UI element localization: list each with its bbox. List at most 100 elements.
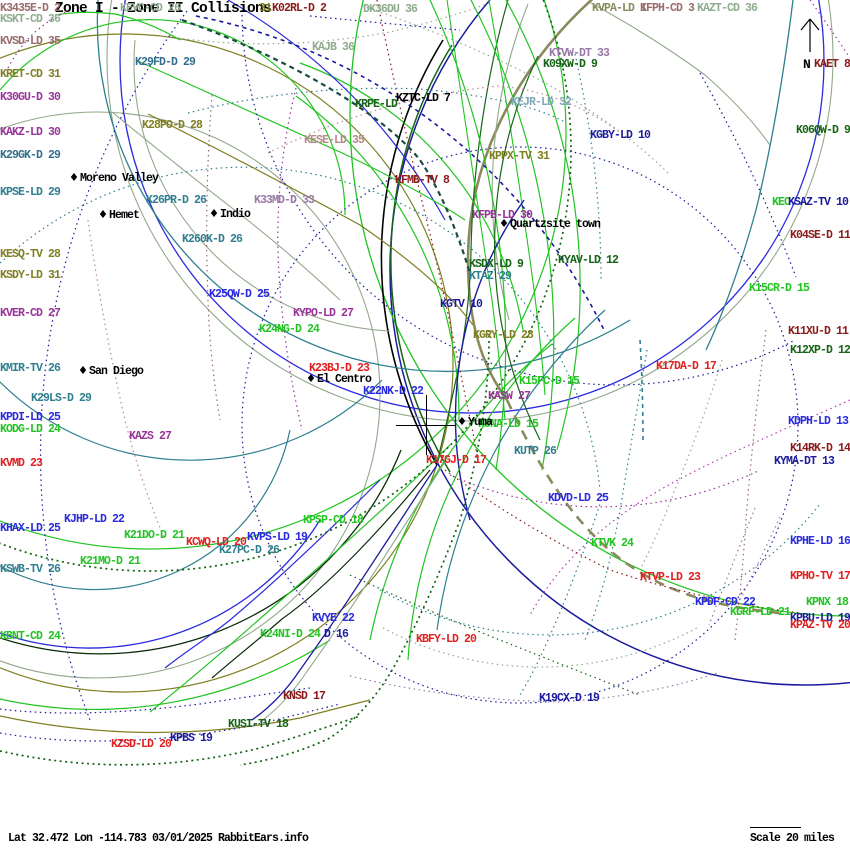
svg-text:KVMD 23: KVMD 23 xyxy=(0,457,43,470)
svg-text:K15CR-D 15: K15CR-D 15 xyxy=(749,282,810,295)
svg-text:D 16: D 16 xyxy=(324,628,349,641)
svg-text:KBNT-CD 24: KBNT-CD 24 xyxy=(0,630,61,643)
svg-text:KGTV 10: KGTV 10 xyxy=(440,298,483,311)
svg-text:KTAZ 29: KTAZ 29 xyxy=(469,270,512,283)
svg-text:KDPH-LD 13: KDPH-LD 13 xyxy=(788,415,849,428)
svg-text:KVYE 22: KVYE 22 xyxy=(312,612,355,625)
svg-text:KPSE-LD 29: KPSE-LD 29 xyxy=(0,186,61,199)
svg-text:K29FD-D 29: K29FD-D 29 xyxy=(135,56,196,69)
svg-text:KODG-LD 24: KODG-LD 24 xyxy=(0,423,61,436)
svg-text:KAZS 27: KAZS 27 xyxy=(129,430,172,443)
svg-text:KPDF-CD 22: KPDF-CD 22 xyxy=(695,596,756,609)
svg-text:KCWQ-LD 20: KCWQ-LD 20 xyxy=(186,536,247,549)
svg-text:Lat 32.472 Lon -114.783 03/01/: Lat 32.472 Lon -114.783 03/01/2025 Rabbi… xyxy=(8,832,309,845)
svg-text:KVPS-LD 19: KVPS-LD 19 xyxy=(247,531,308,544)
svg-text:KSAZ-TV 10: KSAZ-TV 10 xyxy=(788,196,849,209)
svg-text:K04SE-D 11: K04SE-D 11 xyxy=(790,229,850,242)
svg-text:KYMA-DT 13: KYMA-DT 13 xyxy=(774,455,835,468)
svg-text:K28PO-D 28: K28PO-D 28 xyxy=(142,119,203,132)
svg-text:KPBS 19: KPBS 19 xyxy=(170,732,213,745)
svg-text:KVSD-LD 35: KVSD-LD 35 xyxy=(0,35,61,48)
svg-text:KPSP-CD 18: KPSP-CD 18 xyxy=(303,514,364,527)
svg-text:N: N xyxy=(803,57,811,72)
svg-text:KPDI-LD 25: KPDI-LD 25 xyxy=(0,411,61,424)
svg-text:KRPE-LD: KRPE-LD xyxy=(355,98,398,111)
svg-text:K15FC-D 15: K15FC-D 15 xyxy=(519,375,580,388)
svg-text:K11XU-D 11: K11XU-D 11 xyxy=(788,325,849,338)
svg-text:KPHO-TV 17: KPHO-TV 17 xyxy=(790,570,850,583)
svg-text:K14RK-D 14: K14RK-D 14 xyxy=(790,442,850,455)
svg-text:K19CX-D 19: K19CX-D 19 xyxy=(539,692,600,705)
svg-text:KAKZ-LD 30: KAKZ-LD 30 xyxy=(0,126,61,139)
svg-text:Scale 20 miles: Scale 20 miles xyxy=(750,832,835,845)
svg-text:K09XW-D 9: K09XW-D 9 xyxy=(543,58,598,71)
svg-text:KGBY-LD 10: KGBY-LD 10 xyxy=(590,129,651,142)
svg-text:Quartzsite town: Quartzsite town xyxy=(510,218,601,231)
svg-text:San Diego: San Diego xyxy=(89,365,144,378)
svg-text:KSDY-LD 31: KSDY-LD 31 xyxy=(0,269,61,282)
svg-text:K3435E-D 2: K3435E-D 2 xyxy=(0,2,61,15)
svg-text:DK36DU 36: DK36DU 36 xyxy=(363,3,418,16)
svg-text:KJHP-LD 22: KJHP-LD 22 xyxy=(64,513,125,526)
svg-text:KDVD-LD 25: KDVD-LD 25 xyxy=(548,492,609,505)
svg-text:K12XP-D 12: K12XP-D 12 xyxy=(790,344,850,357)
svg-text:KBFY-LD 20: KBFY-LD 20 xyxy=(416,633,477,646)
svg-text:K25QW-D 25: K25QW-D 25 xyxy=(209,288,270,301)
svg-text:KHAX-LD 25: KHAX-LD 25 xyxy=(0,522,61,535)
svg-text:KMIR-TV 26: KMIR-TV 26 xyxy=(0,362,61,375)
svg-text:KNSD 17: KNSD 17 xyxy=(283,690,326,703)
svg-text:KESQ-TV 28: KESQ-TV 28 xyxy=(0,248,61,261)
svg-text:KZSD-LD 20: KZSD-LD 20 xyxy=(111,738,172,751)
svg-text:K02RL-D 2: K02RL-D 2 xyxy=(272,2,327,15)
svg-text:KPBU-LD 19: KPBU-LD 19 xyxy=(790,612,850,625)
svg-text:KYAV-LD 12: KYAV-LD 12 xyxy=(558,254,619,267)
svg-text:KZTC-LD 7: KZTC-LD 7 xyxy=(396,92,451,105)
svg-text:KSWB-TV 26: KSWB-TV 26 xyxy=(0,563,61,576)
svg-text:KUTP 26: KUTP 26 xyxy=(514,445,557,458)
svg-text:K29GK-D 29: K29GK-D 29 xyxy=(0,149,61,162)
svg-text:KFMB-TV 8: KFMB-TV 8 xyxy=(395,174,450,187)
svg-text:KASW 27: KASW 27 xyxy=(488,390,531,403)
svg-text:KFPH-CD 3: KFPH-CD 3 xyxy=(640,2,695,15)
svg-text:Yuma: Yuma xyxy=(468,416,493,429)
svg-text:KVER-CD 27: KVER-CD 27 xyxy=(0,307,61,320)
svg-text:K24NI-D 24: K24NI-D 24 xyxy=(260,628,321,641)
svg-text:K30GU-D 30: K30GU-D 30 xyxy=(0,91,61,104)
svg-text:KPPX-TV 31: KPPX-TV 31 xyxy=(489,150,550,163)
svg-text:KRET-CD 31: KRET-CD 31 xyxy=(0,68,61,81)
svg-text:KAJB 36: KAJB 36 xyxy=(312,41,355,54)
svg-text:El Centro: El Centro xyxy=(317,373,372,386)
svg-text:KEC: KEC xyxy=(772,196,791,209)
svg-text:Zone I - Zone II Collisions: Zone I - Zone II Collisions xyxy=(55,1,271,17)
svg-text:KAET 8: KAET 8 xyxy=(814,58,850,71)
svg-text:K17GJ-D 17: K17GJ-D 17 xyxy=(426,454,487,467)
svg-text:K06QW-D 9: K06QW-D 9 xyxy=(796,124,850,137)
svg-text:KFPB-LD 30: KFPB-LD 30 xyxy=(472,209,533,222)
svg-text:KTVK 24: KTVK 24 xyxy=(591,537,634,550)
svg-text:31: 31 xyxy=(259,2,272,15)
svg-text:KGRF-LD 21: KGRF-LD 21 xyxy=(730,606,791,619)
svg-text:KGRY-LD 28: KGRY-LD 28 xyxy=(473,329,534,342)
svg-text:Indio: Indio xyxy=(220,208,251,221)
svg-text:K260K-D 26: K260K-D 26 xyxy=(182,233,243,246)
svg-text:K21DO-D 21: K21DO-D 21 xyxy=(124,529,185,542)
svg-text:KYPO-LD 27: KYPO-LD 27 xyxy=(293,307,354,320)
svg-text:KAZT-CD 36: KAZT-CD 36 xyxy=(697,2,758,15)
svg-text:KUNA-LD 15: KUNA-LD 15 xyxy=(478,418,539,431)
svg-text:Hemet: Hemet xyxy=(109,209,139,222)
svg-text:Moreno Valley: Moreno Valley xyxy=(80,172,159,185)
svg-text:KTVP-LD 23: KTVP-LD 23 xyxy=(640,571,701,584)
svg-text:K24NG-D 24: K24NG-D 24 xyxy=(259,323,320,336)
svg-text:KPNX 18: KPNX 18 xyxy=(806,596,849,609)
svg-text:KSKT-CD 36: KSKT-CD 36 xyxy=(0,13,61,26)
svg-text:K22NK-D 22: K22NK-D 22 xyxy=(363,385,424,398)
svg-text:KVPA-LD 1: KVPA-LD 1 xyxy=(592,2,647,15)
svg-text:KEJR-LD 32: KEJR-LD 32 xyxy=(511,96,572,109)
svg-text:KEVC-CD 26: KEVC-CD 26 xyxy=(120,2,181,15)
svg-text:KSDX-LD 9: KSDX-LD 9 xyxy=(469,258,524,271)
svg-text:KTVW-DT 33: KTVW-DT 33 xyxy=(549,47,610,60)
svg-text:K26PR-D 26: K26PR-D 26 xyxy=(146,194,207,207)
svg-text:K27PC-D 26: K27PC-D 26 xyxy=(219,544,280,557)
svg-text:K29LS-D 29: K29LS-D 29 xyxy=(31,392,92,405)
svg-text:K33MD-D 33: K33MD-D 33 xyxy=(254,194,315,207)
